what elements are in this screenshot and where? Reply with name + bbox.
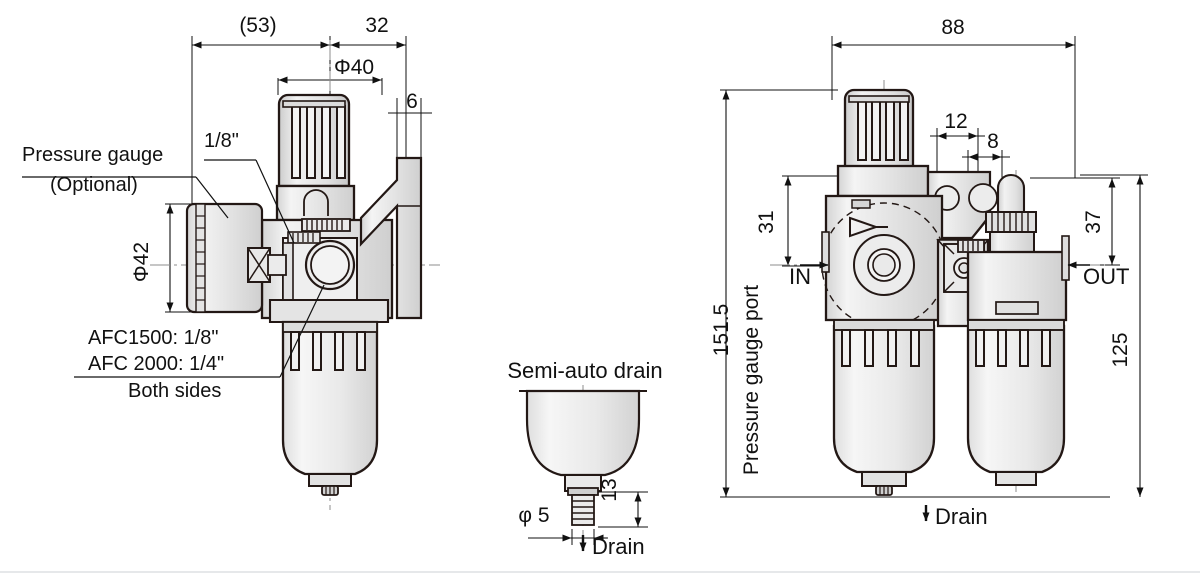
semi-auto-drain-title: Semi-auto drain [507, 358, 662, 383]
front-view-leaders [22, 159, 325, 378]
dim-6-label: 6 [406, 90, 418, 113]
dim-dia42-label: Φ42 [130, 242, 153, 282]
dim-12-label: 12 [944, 110, 967, 133]
dim-dia40-label: Φ40 [334, 56, 374, 79]
dim-dia5-label: φ 5 [518, 504, 549, 527]
in-port-label: IN [789, 264, 811, 289]
pressure-gauge-front [185, 202, 287, 314]
both-sides-label: Both sides [128, 380, 221, 402]
dim-1515-label: 151.5 [710, 304, 733, 357]
lubricator-sight-dome-side [985, 173, 1037, 253]
side-view-dimension-arrows [722, 41, 1144, 497]
regulator-bonnet-front [275, 184, 356, 222]
front-view-group: (53) 32 Φ40 6 Φ42 Pressure gauge (Option… [22, 14, 440, 510]
dim-8-label: 8 [987, 130, 999, 153]
side-drain-label: Drain [935, 504, 988, 529]
lubricator-bowl-side [966, 319, 1066, 486]
gauge-port-plate-side [926, 170, 1000, 240]
drain-detail-label: Drain [592, 534, 645, 559]
filter-bowl-side [832, 319, 936, 496]
afc1500-label: AFC1500: 1/8" [88, 327, 219, 349]
regulator-bonnet-side [836, 164, 930, 198]
pressure-gauge-label-line2: (Optional) [50, 174, 138, 196]
bowl-guard-fins [290, 331, 366, 371]
regulator-body-side [821, 194, 947, 328]
out-port-label: OUT [1083, 264, 1129, 289]
port-18-label: 1/8" [204, 130, 239, 152]
dim-31-label: 31 [755, 210, 778, 233]
regulator-body-front [260, 218, 394, 324]
mounting-bracket-front [359, 156, 423, 320]
dim-53-label: (53) [239, 14, 276, 37]
dim-125-label: 125 [1109, 332, 1132, 367]
pressure-gauge-port-label: Pressure gauge port [740, 285, 763, 475]
filter-bowl-front [281, 320, 379, 496]
drain-bowl-shape [519, 389, 647, 526]
dim-88-label: 88 [941, 16, 964, 39]
regulator-knob-side [843, 88, 915, 169]
side-view-group: 88 12 8 151.5 31 37 125 Pressure gauge p… [710, 16, 1148, 529]
afc2000-label: AFC 2000: 1/4" [88, 353, 224, 375]
pressure-gauge-label-line1: Pressure gauge [22, 144, 163, 166]
lubricator-body-side [957, 235, 1070, 322]
drain-dimension-arrows [543, 492, 642, 542]
dim-32-label: 32 [365, 14, 388, 37]
semi-auto-drain-detail-group: Semi-auto drain [507, 358, 662, 559]
dim-13-label: 13 [598, 478, 621, 501]
regulator-knob-front [277, 93, 351, 188]
dim-37-label: 37 [1082, 210, 1105, 233]
